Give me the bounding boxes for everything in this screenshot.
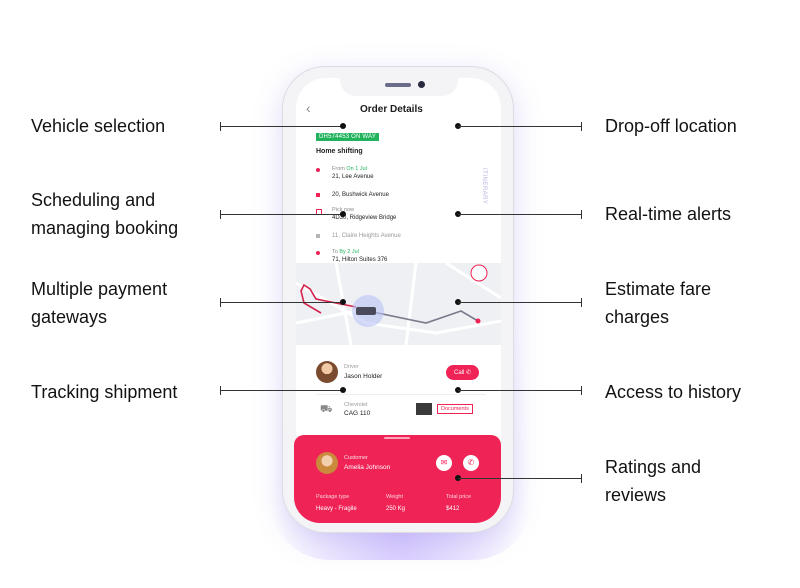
stop-from-label: From On 1 Jul	[332, 166, 367, 173]
connector-line	[458, 390, 581, 391]
total-price-value: $412	[446, 506, 460, 512]
document-thumbnail[interactable]	[416, 403, 432, 415]
phone-icon: ✆	[467, 458, 475, 467]
connector-tick	[581, 122, 582, 131]
feature-access-history: Access to history	[605, 382, 742, 402]
phone-speaker	[385, 83, 411, 87]
feature-ratings-reviews: Ratings and reviews	[605, 457, 702, 505]
stop-to-label: To By 2 Jul	[332, 249, 359, 256]
call-driver-button[interactable]: Call ✆	[446, 365, 480, 380]
stop-4-address: 11, Claire Heights Avenue	[332, 233, 401, 239]
customer-avatar	[316, 452, 338, 474]
stop-3-label: Pick now	[332, 207, 355, 213]
driver-name: Jason Holder	[344, 373, 383, 380]
customer-role: Customer	[344, 455, 368, 461]
feature-estimate-fare: Estimate fare charges	[605, 279, 712, 327]
phone-camera	[418, 81, 425, 88]
documents-label: Documents	[441, 406, 469, 412]
weight-value: 250 Kg	[386, 506, 406, 512]
connector-dot	[340, 211, 346, 217]
package-type-value: Heavy - Fragile	[316, 506, 357, 512]
message-customer-button[interactable]: ✉	[436, 455, 452, 471]
feature-payment-gateways: Multiple payment gateways	[31, 279, 168, 327]
stop-from-address: 21, Lee Avenue	[332, 174, 374, 180]
call-button-label: Call	[454, 370, 465, 376]
connector-line	[220, 126, 343, 127]
customer-name: Amelia Johnson	[344, 464, 391, 471]
connector-dot	[340, 387, 346, 393]
route-map[interactable]	[296, 263, 501, 345]
stop-marker-from	[316, 168, 320, 172]
route-map-graphic	[296, 263, 501, 345]
connector-tick	[581, 298, 582, 307]
feature-drop-off-location: Drop-off location	[605, 116, 737, 136]
connector-line	[220, 214, 343, 215]
order-status-badge: DH574453 ON WAY	[316, 133, 380, 141]
stop-2-address: 20, Bushwick Avenue	[332, 192, 389, 198]
connector-dot	[340, 299, 346, 305]
connector-line	[458, 126, 581, 127]
package-type-label: Package type	[316, 494, 350, 500]
stop-marker-4	[316, 234, 320, 238]
stop-to-prefix: To	[332, 249, 338, 255]
truck-icon: ⛟	[320, 404, 333, 415]
back-button[interactable]: ‹	[306, 100, 311, 116]
stop-3-address: 4D30, Ridgeview Bridge	[332, 215, 397, 221]
chat-icon: ✉	[440, 458, 448, 467]
stop-from-date: On 1 Jul	[346, 166, 367, 172]
connector-tick	[581, 474, 582, 483]
call-customer-button[interactable]: ✆	[463, 455, 479, 471]
stop-from-prefix: From	[332, 166, 345, 172]
stop-marker-to	[316, 251, 320, 255]
stop-to-date: By 2 Jul	[339, 249, 359, 255]
driver-avatar	[316, 361, 338, 383]
stop-marker-2	[316, 193, 320, 197]
connector-tick	[581, 210, 582, 219]
itinerary-label: ITINERARY	[481, 168, 487, 205]
stop-to-address: 71, Hilton Suites 376	[332, 257, 388, 263]
divider	[316, 394, 486, 395]
driver-role: Driver	[344, 364, 359, 370]
total-price-label: Total price	[446, 494, 472, 500]
vehicle-plate: CAG 110	[344, 410, 371, 417]
connector-dot	[340, 123, 346, 129]
feature-tracking-shipment: Tracking shipment	[31, 382, 178, 402]
connector-line	[458, 478, 581, 479]
connector-line	[220, 390, 343, 391]
page-title: Order Details	[360, 104, 423, 115]
documents-button[interactable]: Documents	[437, 404, 473, 414]
phone-icon: ✆	[466, 370, 472, 376]
connector-tick	[581, 386, 582, 395]
feature-real-time-alerts: Real-time alerts	[605, 204, 732, 224]
feature-vehicle-selection: Vehicle selection	[31, 116, 166, 136]
connector-line	[220, 302, 343, 303]
sheet-handle[interactable]	[384, 437, 410, 439]
connector-line	[458, 302, 581, 303]
customer-sheet[interactable]	[294, 435, 501, 523]
feature-scheduling: Scheduling and managing booking	[31, 190, 179, 238]
order-subtitle: Home shifting	[316, 148, 363, 155]
weight-label: Weight	[386, 494, 404, 500]
vehicle-label: Chevrolet	[344, 402, 368, 408]
connector-line	[458, 214, 581, 215]
